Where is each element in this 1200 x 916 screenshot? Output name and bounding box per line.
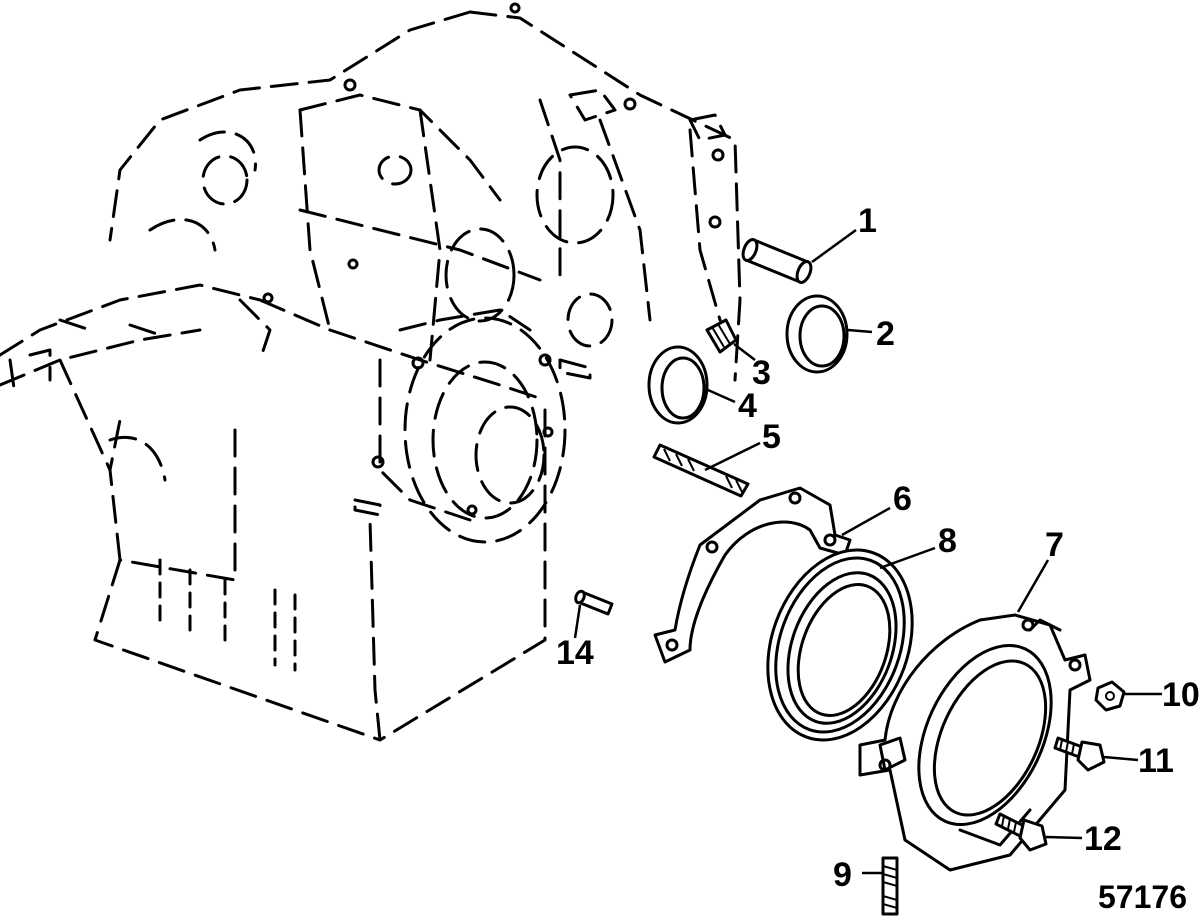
part-7-seal-housing	[858, 559, 1092, 872]
part-1-dowel-pin	[741, 228, 857, 284]
callout-2: 2	[876, 315, 895, 353]
part-6-gasket	[653, 486, 891, 664]
callout-10: 10	[1162, 676, 1200, 714]
callout-6: 6	[893, 480, 912, 518]
callout-9: 9	[833, 856, 852, 894]
part-8-rear-main-seal	[766, 546, 936, 742]
callout-7: 7	[1045, 526, 1064, 564]
part-3-plug	[705, 318, 756, 361]
figure-number: 57176	[1098, 879, 1187, 915]
part-2-sleeve-ring	[785, 294, 873, 374]
part-4-sleeve-ring	[647, 345, 736, 425]
callout-labels: 1 2 3 4 5 6 7 8 9 10 11 12 14	[556, 202, 1200, 894]
engine-block-outline	[0, 2, 742, 742]
callout-14: 14	[556, 634, 594, 672]
callout-1: 1	[858, 202, 877, 240]
callout-8: 8	[938, 522, 957, 560]
part-5-stud	[652, 441, 761, 498]
part-11-bolt	[1053, 736, 1139, 772]
part-9-stud	[862, 856, 899, 916]
callout-3: 3	[752, 354, 771, 392]
part-14-dowel-pin	[573, 589, 614, 639]
callout-11: 11	[1138, 742, 1174, 780]
callout-4: 4	[738, 387, 757, 425]
part-12-bolt	[994, 812, 1083, 852]
part-10-nut	[1094, 680, 1162, 712]
callout-12: 12	[1084, 820, 1122, 858]
callout-5: 5	[762, 418, 781, 456]
